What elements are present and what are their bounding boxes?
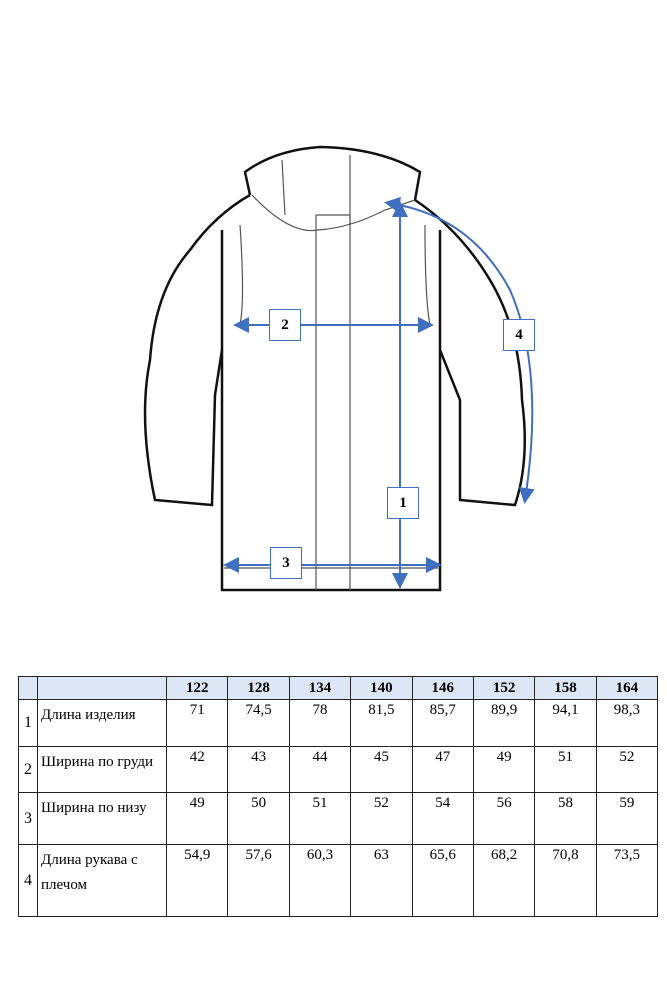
measurement-value: 54 [411, 792, 474, 845]
measurement-value: 47 [411, 746, 474, 793]
label-2: 2 [269, 309, 301, 341]
measurement-value: 54,9 [165, 844, 229, 917]
measurement-value: 45 [350, 746, 413, 793]
measurement-value: 70,8 [534, 844, 597, 917]
label-4: 4 [503, 319, 535, 351]
measurement-value: 51 [288, 792, 352, 845]
measurement-value: 71 [165, 699, 229, 747]
jacket-details [224, 155, 438, 590]
measurement-value: 51 [534, 746, 597, 793]
sleeve-arrow [384, 196, 535, 504]
measurement-value: 50 [227, 792, 290, 845]
measurement-value: 56 [472, 792, 536, 845]
measurement-value: 81,5 [350, 699, 413, 747]
measurement-value: 60,3 [288, 844, 352, 917]
size-header: 152 [472, 676, 536, 700]
measurement-value: 59 [595, 792, 659, 845]
row-number: 2 [18, 746, 38, 793]
measurement-value: 78 [288, 699, 352, 747]
measurement-value: 74,5 [227, 699, 290, 747]
measurement-value: 49 [472, 746, 536, 793]
jacket-outline [143, 145, 527, 592]
measurement-value: 57,6 [227, 844, 290, 917]
label-3: 3 [270, 547, 302, 579]
measurement-value: 63 [350, 844, 413, 917]
measurement-value: 52 [350, 792, 413, 845]
measurement-arrows [223, 196, 535, 589]
size-header: 140 [350, 676, 413, 700]
header-empty [18, 676, 38, 700]
size-table: 122 128 134 140 146 152 158 164 1 Длина … [18, 676, 659, 917]
table-header-row: 122 128 134 140 146 152 158 164 [18, 676, 659, 700]
row-number: 4 [18, 844, 38, 917]
size-header: 122 [165, 676, 229, 700]
measurement-value: 49 [165, 792, 229, 845]
label-1: 1 [387, 487, 419, 519]
jacket-diagram [143, 145, 535, 592]
measurement-value: 68,2 [472, 844, 536, 917]
measurement-value: 42 [165, 746, 229, 793]
measurement-value: 52 [595, 746, 659, 793]
size-header: 158 [534, 676, 597, 700]
measurement-value: 43 [227, 746, 290, 793]
header-empty [37, 676, 167, 700]
measurement-value: 85,7 [411, 699, 474, 747]
size-header: 128 [227, 676, 290, 700]
size-header: 146 [411, 676, 474, 700]
size-header: 134 [288, 676, 352, 700]
measurement-name: Ширина по груди [37, 746, 167, 793]
measurement-name: Ширина по низу [37, 792, 167, 845]
row-number: 3 [18, 792, 38, 845]
measurement-value: 44 [288, 746, 352, 793]
measurement-name: Длина изделия [37, 699, 167, 747]
measurement-value: 73,5 [595, 844, 659, 917]
measurement-value: 58 [534, 792, 597, 845]
measurement-name: Длина рукава с плечом [37, 844, 167, 917]
measurement-value: 98,3 [595, 699, 659, 747]
measurement-value: 65,6 [411, 844, 474, 917]
row-number: 1 [18, 699, 38, 747]
measurement-value: 94,1 [534, 699, 597, 747]
size-header: 164 [595, 676, 659, 700]
measurement-value: 89,9 [472, 699, 536, 747]
